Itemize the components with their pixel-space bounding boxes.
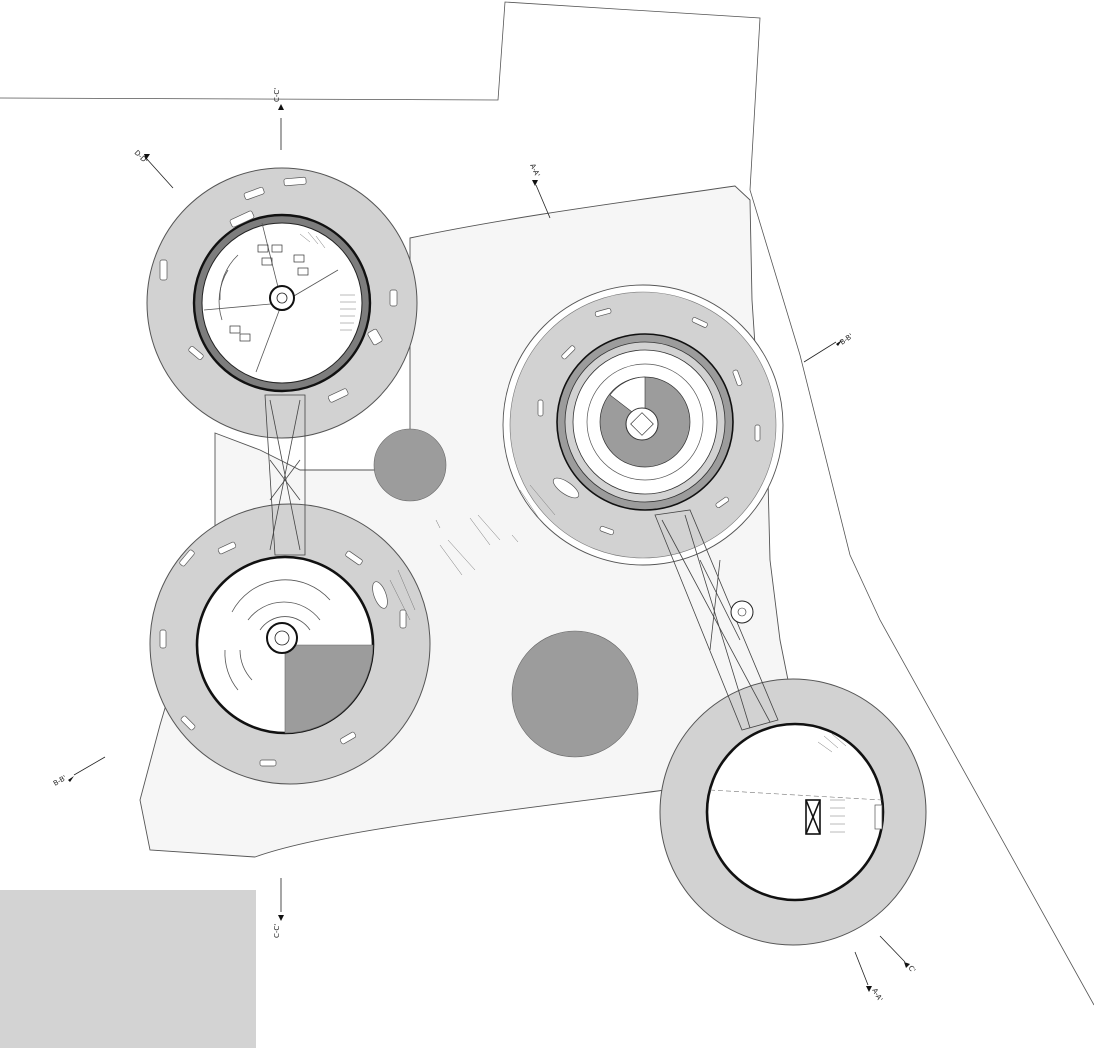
section-marker-bb-left: B-B' — [52, 756, 106, 788]
svg-text:C-C': C-C' — [273, 88, 281, 102]
landscape-elements — [389, 484, 556, 621]
tower-bottom-left — [149, 503, 431, 785]
site-boundary — [0, 1, 1094, 1006]
pool-large — [511, 630, 639, 758]
section-marker-bb-right: B-B' — [803, 332, 855, 363]
section-marker-cc-top: C-C' — [273, 88, 284, 150]
section-marker-c-bottom-right: C' — [879, 935, 917, 975]
bridges — [264, 394, 779, 731]
section-marker-aa-top: A-A' — [528, 162, 551, 219]
section-marker-dd: D-D' — [133, 149, 174, 189]
pool-small — [373, 428, 447, 502]
tower-right-middle — [502, 284, 784, 566]
svg-text:D-D': D-D' — [133, 149, 149, 165]
gray-swatch — [0, 890, 256, 1048]
column-marker — [730, 600, 754, 624]
tower-top-left — [146, 167, 418, 439]
section-marker-cc-bottom: C-C' — [273, 878, 284, 938]
svg-text:C': C' — [906, 964, 917, 974]
svg-text:B-B': B-B' — [839, 332, 855, 347]
svg-text:A-A': A-A' — [528, 162, 541, 178]
svg-text:A-A': A-A' — [870, 987, 884, 1003]
section-marker-aa-bottom: A-A' — [854, 951, 884, 1003]
svg-text:C-C': C-C' — [273, 924, 281, 938]
svg-text:B-B': B-B' — [52, 774, 68, 788]
tower-bottom-right — [659, 678, 927, 946]
